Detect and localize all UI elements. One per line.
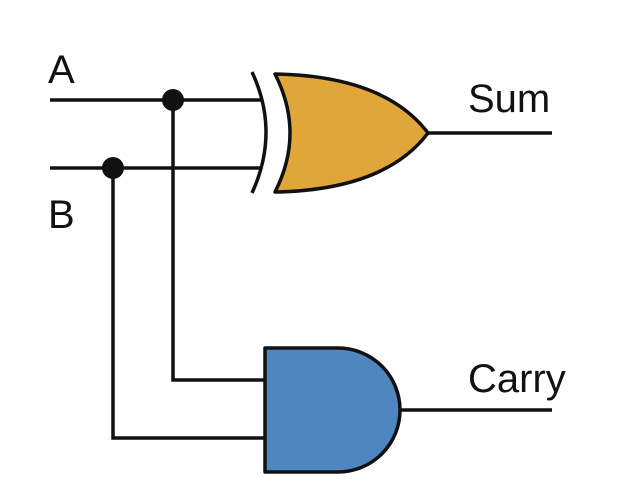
- xor-gate-body: [273, 72, 430, 194]
- output-sum-label: Sum: [468, 77, 550, 121]
- wire-b-to-and: [111, 168, 265, 440]
- input-a-label: A: [48, 48, 75, 92]
- xor-input-arc: [250, 71, 268, 194]
- wire-a-to-and: [171, 100, 265, 382]
- input-b-label: B: [48, 193, 75, 237]
- junction-a: [162, 89, 184, 111]
- and-gate-body: [263, 346, 402, 474]
- output-carry-label: Carry: [468, 357, 566, 401]
- junction-b: [102, 157, 124, 179]
- xor-gate: [250, 71, 430, 194]
